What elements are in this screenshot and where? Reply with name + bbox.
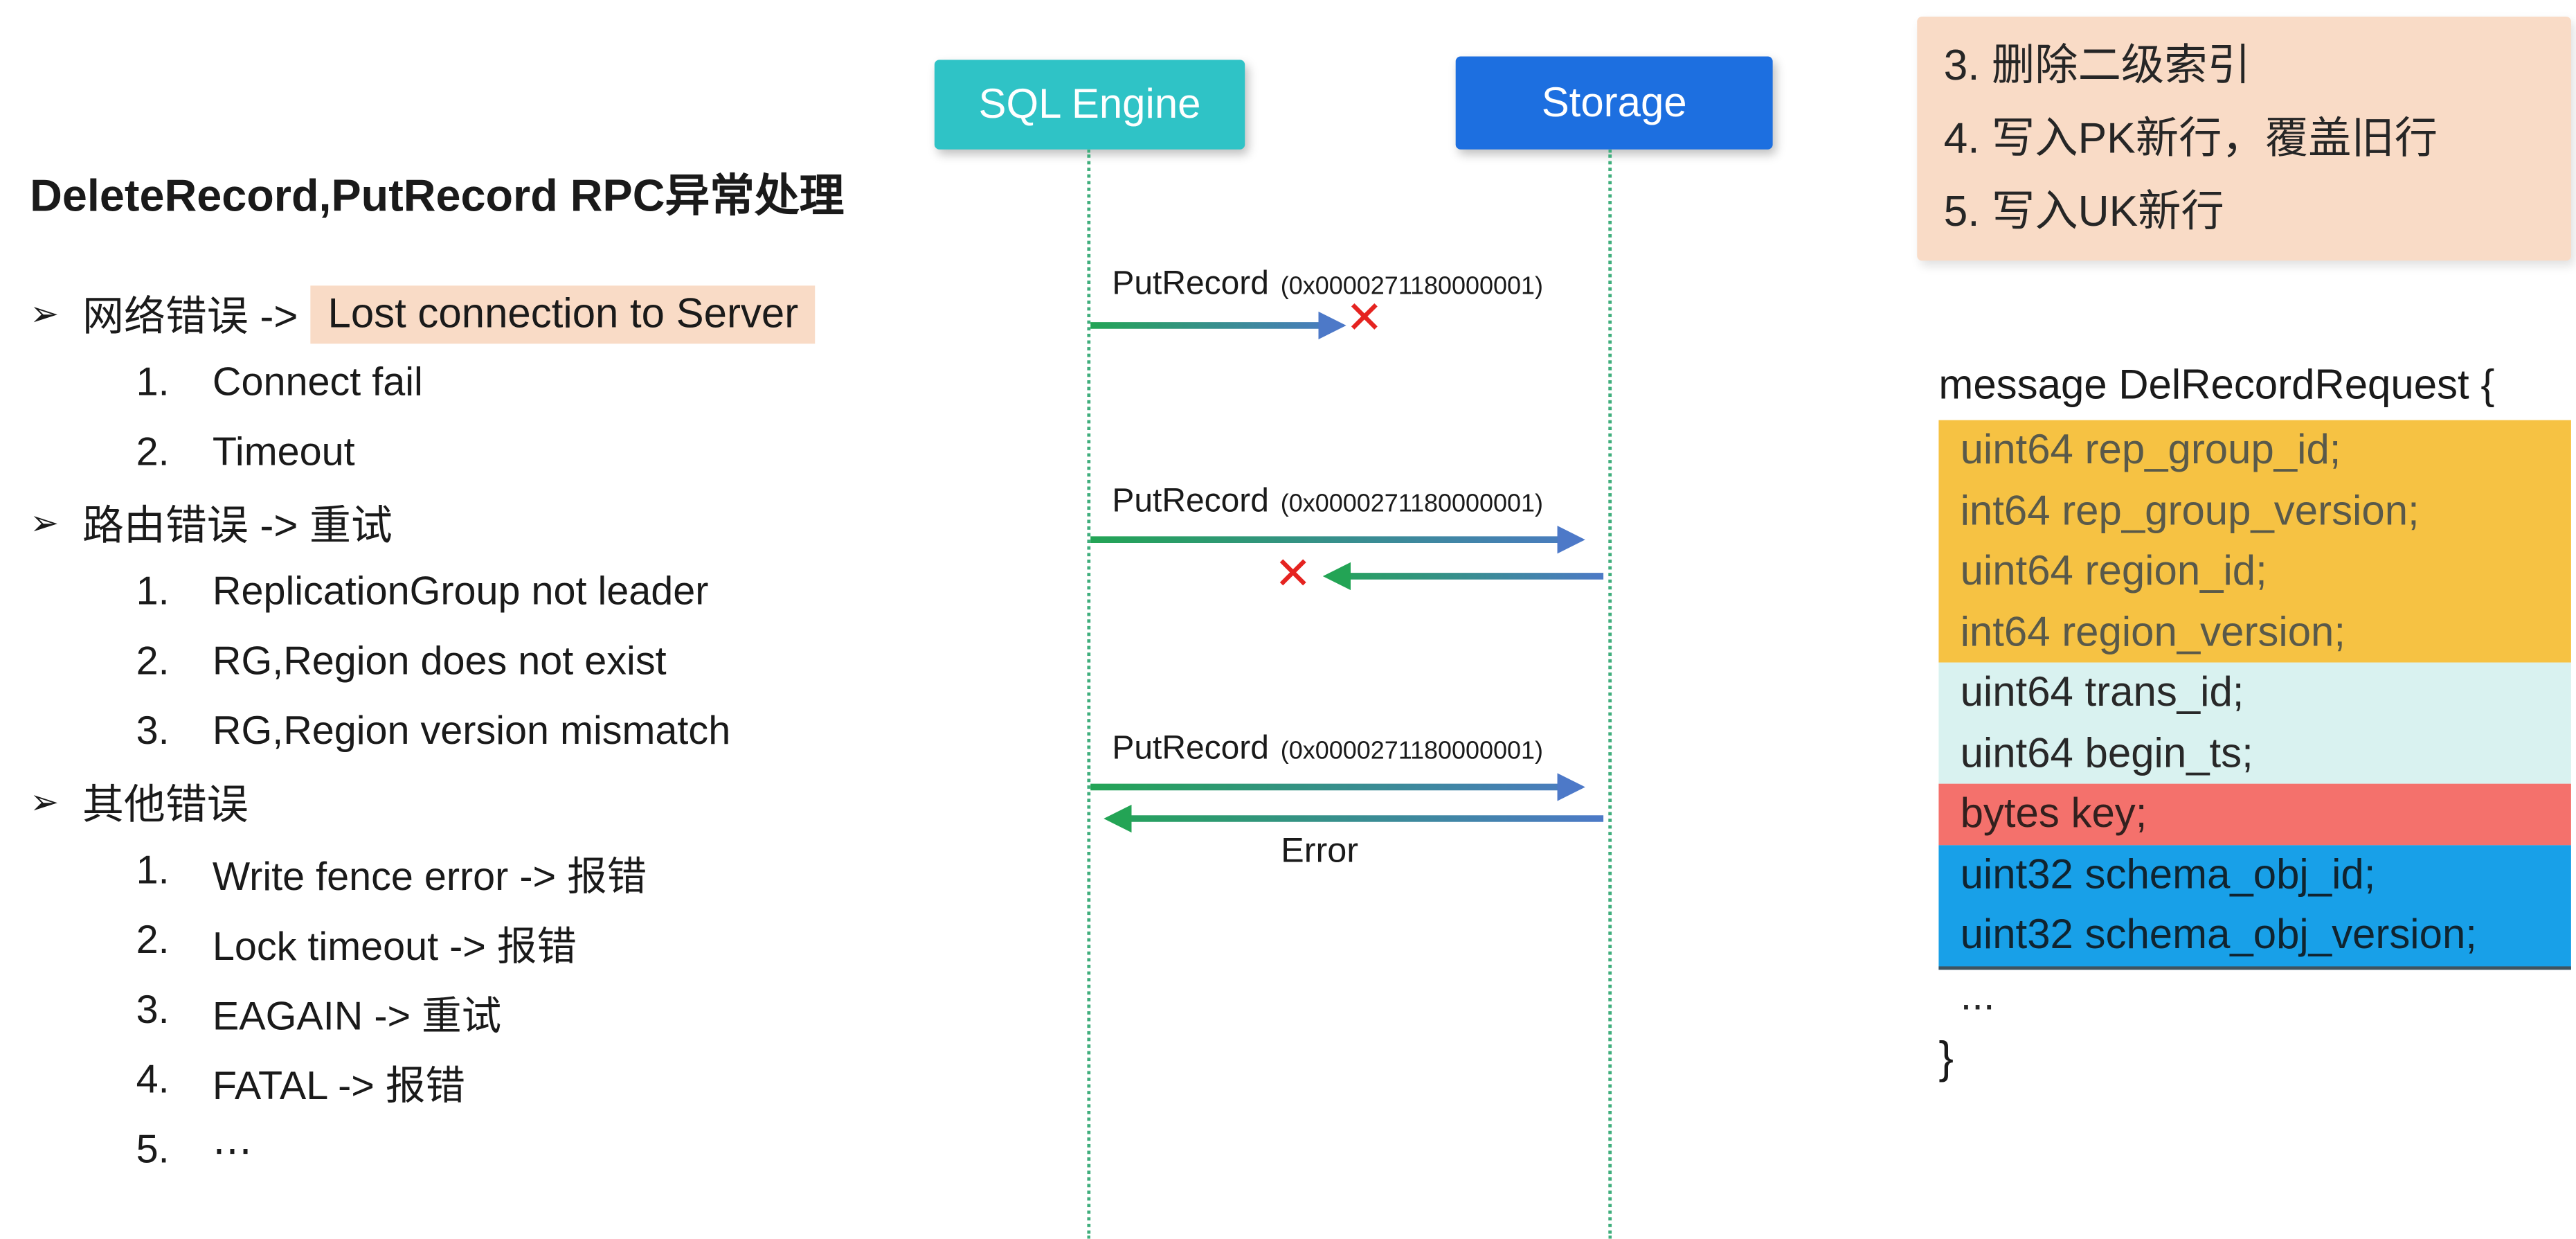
highlighted-text: Lost connection to Server [311,285,816,344]
item-text: RG,Region version mismatch [212,708,731,754]
actor-label: SQL Engine [978,80,1201,127]
message-name: PutRecord [1112,483,1269,520]
note-box: 3. 删除二级索引 4. 写入PK新行，覆盖旧行 5. 写入UK新行 [1917,16,2571,261]
message-label-3: PutRecord (0x0000271180000001) [1112,731,1543,769]
item-text: Write fence error -> 报错 [212,854,647,900]
code-ellipsis: ... [1960,972,1995,1019]
error-category-label: 其他错误 [82,782,249,829]
item-number: 1. [136,360,170,406]
code-line: uint64 begin_ts; [1960,729,2253,776]
bullet-icon: ➢ [30,783,60,821]
code-closing-brace: } [1938,1032,1954,1082]
message-definition-body: uint64 rep_group_id; int64 rep_group_ver… [1938,420,2571,1092]
list-item: 1. Connect fail [30,348,815,418]
code-line: uint64 trans_id; [1960,669,2244,716]
actor-sql-engine: SQL Engine [934,60,1245,150]
item-number: 2. [136,918,170,963]
item-number: 2. [136,429,170,475]
list-item: 2. Lock timeout -> 报错 [30,907,815,977]
item-number: 5. [136,1127,170,1173]
code-group-transaction: uint64 trans_id; uint64 begin_ts; [1938,662,2571,784]
list-item: 3. EAGAIN -> 重试 [30,977,815,1046]
item-text: EAGAIN -> 重试 [212,993,502,1039]
code-line: uint64 region_id; [1960,548,2267,595]
item-text: ⋯ [212,1128,253,1173]
code-line: uint32 schema_obj_id; [1960,850,2376,898]
note-line: 4. 写入PK新行，覆盖旧行 [1943,113,2438,163]
failure-x-icon: ✕ [1274,549,1312,599]
message-name: PutRecord [1112,265,1269,303]
error-response-label: Error [1281,832,1359,871]
note-line: 5. 写入UK新行 [1943,186,2224,236]
item-text: Timeout [212,429,355,475]
error-category-label: 网络错误 -> [82,294,298,341]
item-number: 2. [136,639,170,684]
message-args: (0x0000271180000001) [1280,272,1544,301]
item-number: 3. [136,708,170,754]
error-category-other: ➢ 其他错误 [30,767,815,837]
error-category-network: ➢ 网络错误 -> Lost connection to Server [30,279,816,349]
page-title: DeleteRecord,PutRecord RPC异常处理 [30,170,845,221]
list-item: 1. ReplicationGroup not leader [30,558,815,628]
item-text: Connect fail [212,360,423,406]
message-label-2: PutRecord (0x0000271180000001) [1112,483,1543,522]
code-line: uint64 rep_group_id; [1960,427,2341,474]
item-number: 1. [136,569,170,615]
message-label-1: PutRecord (0x0000271180000001) [1112,266,1543,304]
item-number: 4. [136,1058,170,1103]
item-number: 3. [136,988,170,1033]
error-list: ➢ 网络错误 -> Lost connection to Server 1. C… [30,279,816,1186]
list-item: 2. Timeout [30,418,815,488]
note-line: 3. 删除二级索引 [1943,39,2251,90]
actor-label: Storage [1541,78,1687,126]
list-item: 1. Write fence error -> 报错 [30,837,815,907]
code-line: uint32 schema_obj_version; [1960,911,2477,959]
message-definition-header: message DelRecordRequest { [1938,362,2495,409]
list-item: 4. FATAL -> 报错 [30,1046,815,1116]
list-item: 2. RG,Region does not exist [30,627,815,697]
list-item: 5. ⋯ [30,1116,815,1186]
list-item: 3. RG,Region version mismatch [30,697,815,767]
message-args: (0x0000271180000001) [1280,737,1544,766]
error-category-label: 路由错误 -> 重试 [82,503,393,550]
code-group-key: bytes key; [1938,783,2571,845]
code-line: int64 rep_group_version; [1960,487,2420,534]
message-name: PutRecord [1112,730,1269,767]
actor-storage: Storage [1455,56,1773,150]
lifeline-storage [1608,149,1612,1239]
item-text: ReplicationGroup not leader [212,569,709,615]
item-text: Lock timeout -> 报错 [212,924,577,969]
lifeline-sql-engine [1087,149,1091,1239]
code-line: bytes key; [1960,790,2147,837]
item-number: 1. [136,848,170,893]
bullet-icon: ➢ [30,294,60,333]
failure-x-icon: ✕ [1345,293,1383,344]
code-group-replication: uint64 rep_group_id; int64 rep_group_ver… [1938,420,2571,663]
code-group-schema: uint32 schema_obj_id; uint32 schema_obj_… [1938,844,2571,969]
bullet-icon: ➢ [30,503,60,542]
code-line: int64 region_version; [1960,608,2346,655]
message-args: (0x0000271180000001) [1280,490,1544,519]
item-text: RG,Region does not exist [212,639,667,684]
item-text: FATAL -> 报错 [212,1063,465,1109]
error-category-routing: ➢ 路由错误 -> 重试 [30,488,815,558]
